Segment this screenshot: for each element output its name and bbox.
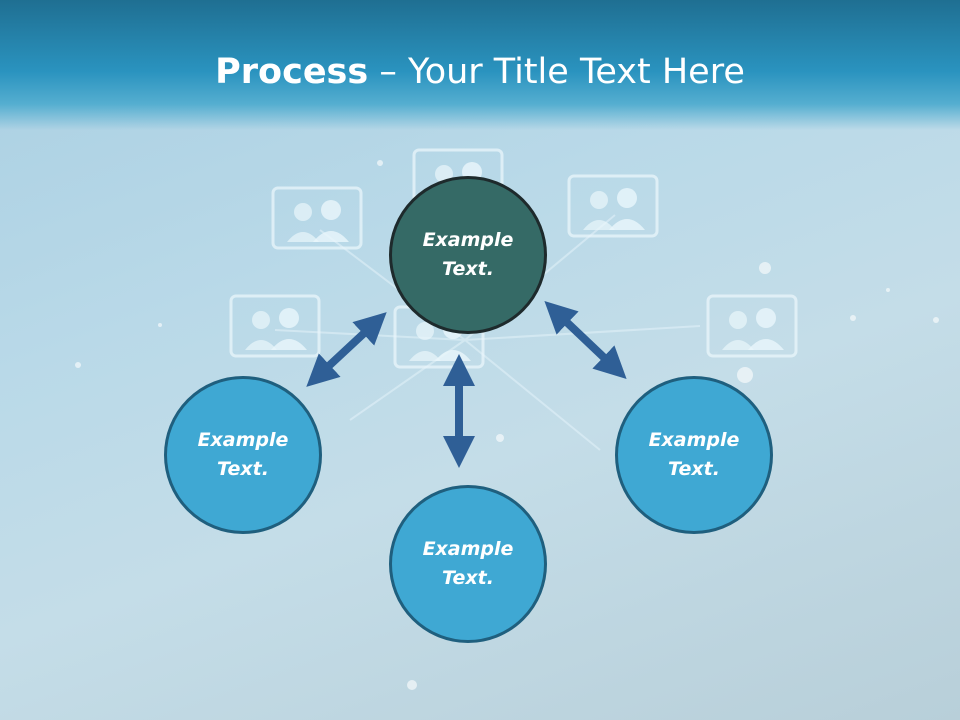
title-bold: Process: [215, 52, 369, 92]
node-center: Example Text.: [389, 176, 547, 334]
title-rest: – Your Title Text Here: [368, 52, 745, 92]
slide-title: Process – Your Title Text Here: [0, 52, 960, 92]
title-bar: [0, 0, 960, 130]
node-right: Example Text.: [615, 376, 773, 534]
node-center-text: Example Text.: [422, 229, 514, 280]
node-right-text: Example Text.: [648, 429, 740, 480]
node-bottom-text: Example Text.: [422, 538, 514, 589]
node-bottom: Example Text.: [389, 485, 547, 643]
node-left-text: Example Text.: [197, 429, 289, 480]
arrow-center-right: [544, 300, 627, 380]
node-left: Example Text.: [164, 376, 322, 534]
arrow-center-left: [306, 312, 387, 387]
